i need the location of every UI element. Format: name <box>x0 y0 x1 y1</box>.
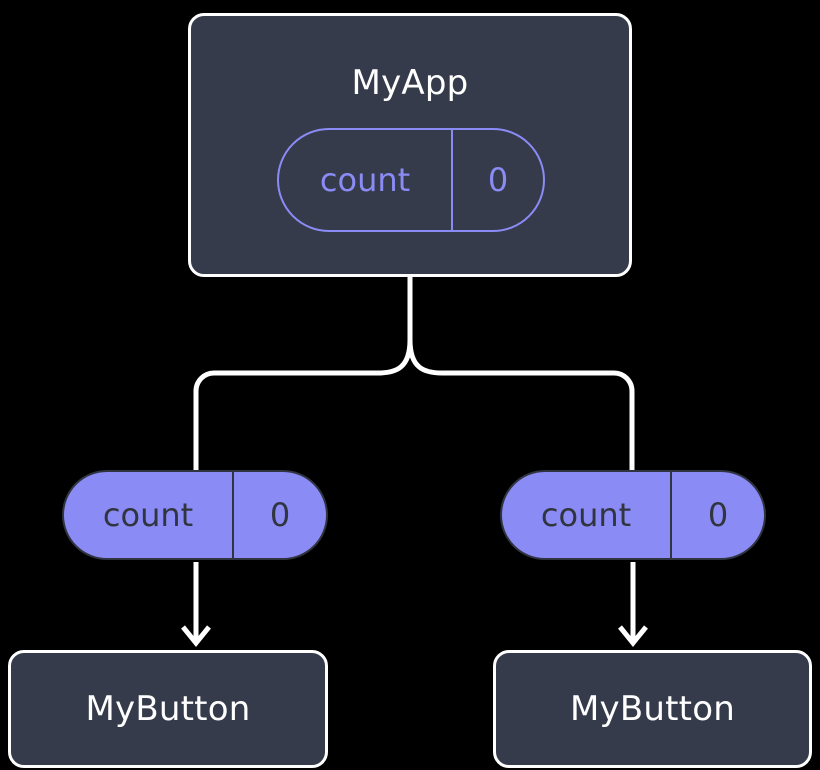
state-pill-root-key: count <box>319 161 411 199</box>
state-pill-child-0[interactable]: count 0 <box>62 470 328 560</box>
state-pill-child-1-value: 0 <box>670 472 764 558</box>
state-pill-root-value: 0 <box>451 130 543 230</box>
component-node-child-0[interactable]: MyButton <box>8 650 328 768</box>
component-title-root: MyApp <box>351 63 469 103</box>
connector-branch-left <box>193 339 413 472</box>
state-pill-child-1[interactable]: count 0 <box>500 470 766 560</box>
state-pill-child-0-key: count <box>102 496 194 534</box>
state-pill-root[interactable]: count 0 <box>277 128 545 232</box>
state-pill-child-0-value: 0 <box>232 472 326 558</box>
component-node-child-1[interactable]: MyButton <box>493 650 812 768</box>
component-title-child-1: MyButton <box>570 689 735 729</box>
arrow-head-left-icon <box>181 625 211 647</box>
arrow-head-right-icon <box>618 625 648 647</box>
component-title-child-0: MyButton <box>85 689 251 729</box>
state-pill-child-1-key: count <box>540 496 632 534</box>
connector-branch-right <box>407 339 635 472</box>
